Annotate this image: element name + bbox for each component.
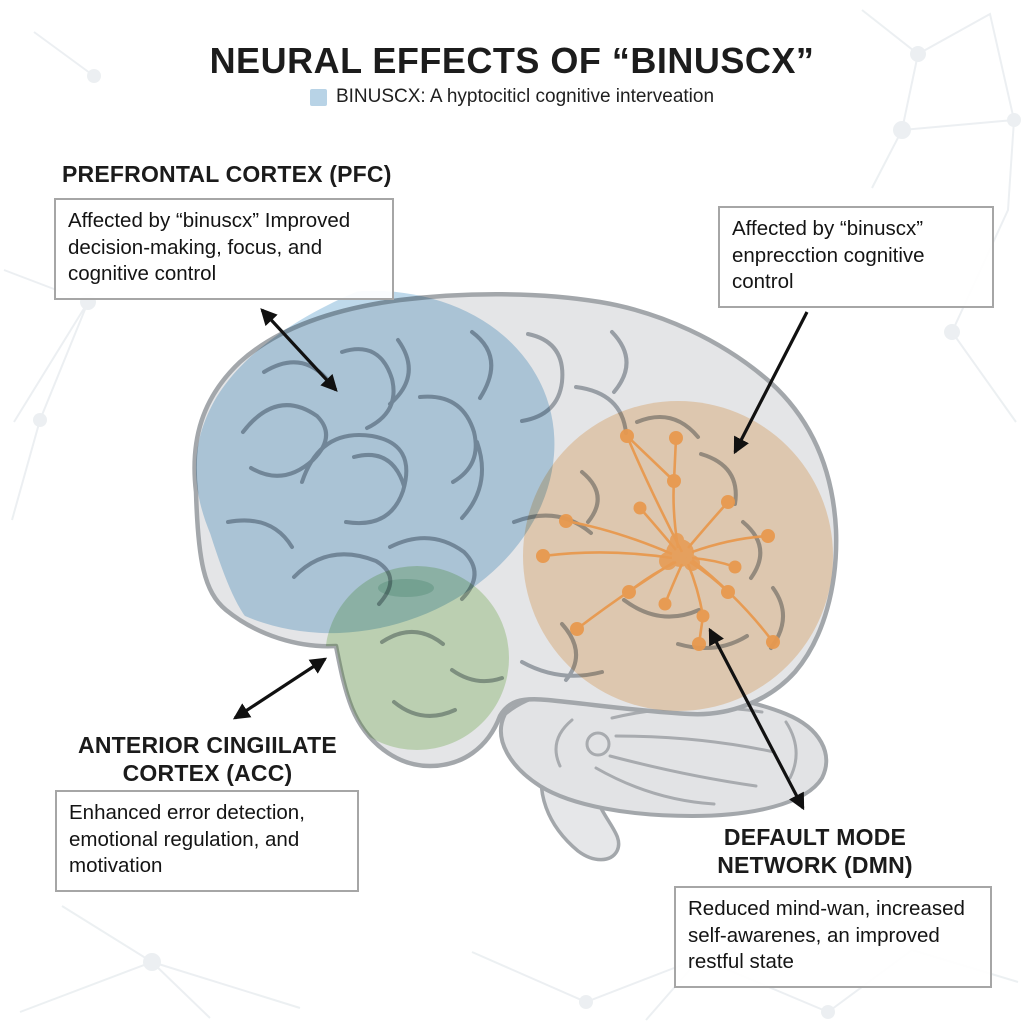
- acc-heading-line1: ANTERIOR CINGIILATE: [78, 732, 337, 758]
- dmn-network: [536, 429, 780, 651]
- acc-overlay-shade: [378, 579, 434, 597]
- acc-heading-line2: CORTEX (ACC): [122, 759, 293, 786]
- dmn-network-hub: [659, 533, 700, 571]
- dmn-description-box: Reduced mind-wan, increased self-awarene…: [674, 886, 992, 988]
- acc-heading: ANTERIOR CINGIILATE CORTEX (ACC): [40, 732, 375, 787]
- dmn-arrow: [708, 627, 805, 811]
- acc-arrow: [232, 657, 328, 720]
- acc-overlay: [325, 566, 509, 750]
- pfc-heading: PREFRONTAL CORTEX (PFC): [62, 161, 392, 187]
- dmn-heading-line1: DEFAULT MODE: [723, 824, 907, 850]
- acc-description-box: Enhanced error detection, emotional regu…: [55, 790, 359, 892]
- right-annotation-arrow: [733, 311, 809, 455]
- dmn-heading-line2: NETWORK (DMN): [717, 851, 913, 878]
- dmn-heading: DEFAULT MODE NETWORK (DMN): [665, 824, 965, 879]
- pfc-overlay: [154, 290, 555, 634]
- right-annotation-box: Affected by “binuscx” enprecction cognit…: [718, 206, 994, 308]
- pfc-description-box: Affected by “binuscx” Improved decision-…: [54, 198, 394, 300]
- annotation-arrows: [232, 308, 809, 811]
- legend: BINUSCX: A hyptociticl cognitive interve…: [0, 86, 1024, 108]
- legend-swatch-icon: [309, 88, 327, 106]
- dmn-network-nodes: [536, 429, 780, 651]
- diagram-title: NEURAL EFFECTS OF “BINUSCX”: [209, 40, 815, 81]
- legend-text: BINUSCX: A hyptociticl cognitive interve…: [335, 86, 715, 107]
- pfc-arrow: [260, 308, 338, 392]
